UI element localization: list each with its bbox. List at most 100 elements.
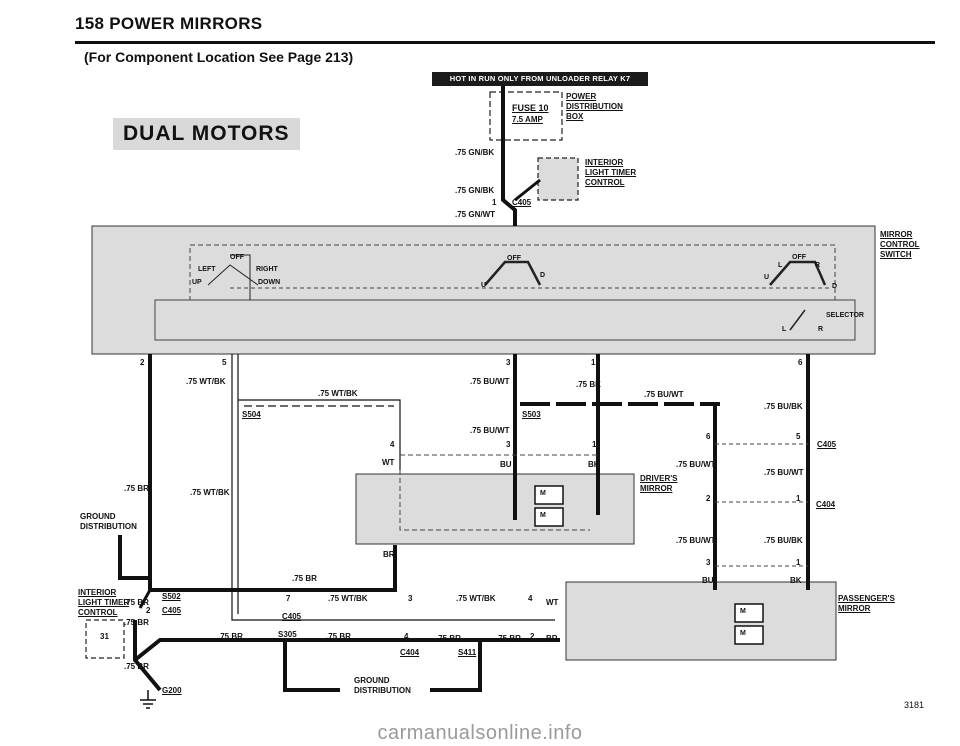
pass-br: BR [546, 634, 558, 643]
wire-bu-wt-3: .75 BU/WT [470, 426, 510, 435]
wire-br-bot-1: .75 BR [218, 632, 243, 641]
pass-bk: BK [790, 576, 802, 585]
passengers-mirror-line1: PASSENGER'S [838, 594, 895, 603]
pin-4-drv: 4 [390, 440, 395, 449]
page-code: 3181 [903, 700, 924, 710]
power-dist-line3: BOX [566, 112, 584, 121]
s502-label: S502 [162, 592, 181, 601]
pin-3-pass-wt: 3 [408, 594, 413, 603]
timer-left-line1: INTERIOR [78, 588, 117, 597]
selector-label: SELECTOR [826, 312, 864, 319]
pin-6-drv: 6 [706, 432, 711, 441]
c405-right: C405 [817, 440, 837, 449]
pin-2-left: 2 [140, 358, 145, 367]
switch-inner-box [189, 244, 836, 301]
wire-bu-wt-4: .75 BU/WT [676, 460, 716, 469]
s504-label: S504 [242, 410, 261, 419]
wire-wt-bk-4: .75 WT/BK [328, 594, 368, 603]
wire-br-bot-2: .75 BR [326, 632, 351, 641]
hot-banner: HOT IN RUN ONLY FROM UNLOADER RELAY K7 [432, 72, 648, 86]
drv-motor-2-label: M [540, 512, 546, 519]
sw-off-right: OFF [792, 254, 806, 261]
power-dist-box [489, 91, 563, 141]
fuse-label: FUSE 10 [512, 103, 549, 113]
drv-motor-1-label: M [540, 490, 546, 497]
c404-right: C404 [816, 500, 836, 509]
timer-line1: INTERIOR [585, 158, 624, 167]
pass-motor-1-label: M [740, 608, 746, 615]
drivers-mirror-line1: DRIVER'S [640, 474, 678, 483]
pin-1-top: 1 [492, 198, 497, 207]
pin-2-c405: 2 [146, 606, 151, 615]
pin-2-bot: 2 [530, 632, 535, 641]
sw-off-mid: OFF [507, 255, 521, 262]
pass-motor-2-label: M [740, 630, 746, 637]
switch-lower-box [154, 299, 856, 341]
pin-2-drv: 2 [706, 494, 711, 503]
drv-br: BR [383, 550, 395, 559]
pin-1-drv-r: 1 [796, 494, 801, 503]
g200-label: G200 [162, 686, 182, 695]
sw-r-right: R [815, 262, 821, 269]
sw-up: UP [192, 279, 202, 286]
wire-bk: .75 BK [576, 380, 601, 389]
ground-dist-bot-2: DISTRIBUTION [354, 686, 411, 695]
fuse-amp: 7.5 AMP [512, 115, 543, 124]
passengers-mirror-box [565, 581, 837, 661]
timer-left-line3: CONTROL [78, 608, 118, 617]
pin-3-mid: 3 [506, 358, 511, 367]
sw-left: LEFT [198, 266, 216, 273]
sw-off-left: OFF [230, 254, 244, 261]
s305-label: S305 [278, 630, 297, 639]
mirror-switch-box [91, 225, 876, 355]
wire-gn-wt: .75 GN/WT [455, 210, 496, 219]
wire-wt-bk-1: .75 WT/BK [186, 377, 226, 386]
pin-3-pass: 3 [706, 558, 711, 567]
sw-right: RIGHT [256, 266, 278, 273]
wire-bu-wt-1: .75 BU/WT [470, 377, 510, 386]
timer-left-box [85, 619, 125, 659]
wire-br-timer: .75 BR [124, 598, 149, 607]
timer-line3: CONTROL [585, 178, 625, 187]
c405-left: C405 [162, 606, 182, 615]
sw-u-mid: U [481, 282, 487, 289]
s503-label: S503 [522, 410, 541, 419]
header-rule [75, 41, 935, 44]
fuse-name: FUSE 10 [512, 103, 549, 113]
timer-line2: LIGHT TIMER [585, 168, 637, 177]
wire-br-mid: .75 BR [292, 574, 317, 583]
pin-1-mid: 1 [591, 358, 596, 367]
sw-down: DOWN [258, 279, 281, 286]
passengers-mirror-line2: MIRROR [838, 604, 871, 613]
pin-1-pass: 1 [796, 558, 801, 567]
watermark: carmanualsonline.info [377, 722, 583, 744]
wire-br-timer-2: .75 BR [124, 618, 149, 627]
wire-bu-bk-2: .75 BU/BK [764, 536, 803, 545]
ground-dist-bot-1: GROUND [354, 676, 390, 685]
drv-wt: WT [382, 458, 395, 467]
mirror-switch-line1: MIRROR [880, 230, 913, 239]
sel-r: R [818, 326, 824, 333]
pin-4-pass: 4 [528, 594, 533, 603]
driver-motor-2 [534, 507, 564, 527]
wire-br-bot-3: .75 BR [436, 634, 461, 643]
ground-dist-left-2: DISTRIBUTION [80, 522, 137, 531]
pin-1-drv: 1 [592, 440, 597, 449]
sw-l-right: L [778, 262, 783, 269]
mirror-switch-line3: SWITCH [880, 250, 912, 259]
pin-7: 7 [286, 594, 291, 603]
drv-bu: BU [500, 460, 512, 469]
pin-3-drv: 3 [506, 440, 511, 449]
wire-wt-bk-5: .75 WT/BK [456, 594, 496, 603]
pin-5-drv: 5 [796, 432, 801, 441]
passenger-motor-1 [734, 603, 764, 623]
passenger-motor-2 [734, 625, 764, 645]
wire-bu-wt-5: .75 BU/WT [764, 468, 804, 477]
timer-left-line2: LIGHT TIMER [78, 598, 130, 607]
pin-4-bot: 4 [404, 632, 409, 641]
drivers-mirror-line2: MIRROR [640, 484, 673, 493]
dual-motors-label: DUAL MOTORS [113, 118, 300, 150]
timer-box [537, 157, 579, 201]
drivers-mirror-box [355, 473, 635, 545]
